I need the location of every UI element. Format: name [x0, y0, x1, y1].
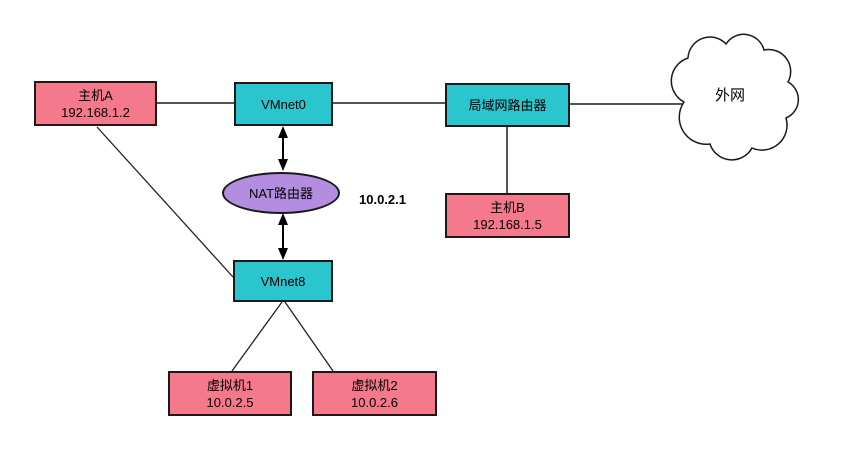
- node-host-b[interactable]: 主机B 192.168.1.5: [445, 193, 570, 238]
- host-b-ip: 192.168.1.5: [473, 216, 542, 232]
- node-vmnet0[interactable]: VMnet0: [234, 82, 333, 126]
- vmnet0-label: VMnet0: [261, 96, 306, 112]
- edge-vmnet8-vm2: [284, 301, 334, 372]
- internet-label: 外网: [715, 87, 746, 104]
- host-b-label: 主机B: [490, 199, 525, 215]
- vm1-ip: 10.0.2.5: [206, 394, 254, 410]
- node-vm1[interactable]: 虚拟机1 10.0.2.5: [168, 371, 292, 416]
- host-a-label: 主机A: [78, 87, 113, 103]
- node-vmnet8[interactable]: VMnet8: [233, 260, 333, 302]
- node-vm2[interactable]: 虚拟机2 10.0.2.6: [312, 371, 437, 416]
- node-nat-router[interactable]: NAT路由器: [222, 172, 340, 214]
- edge-natrouter-vmnet8-arrow: [278, 213, 288, 260]
- vm2-label: 虚拟机2: [351, 377, 398, 393]
- vm1-label: 虚拟机1: [206, 377, 254, 393]
- node-host-a[interactable]: 主机A 192.168.1.2: [34, 81, 157, 126]
- cloud-shape[interactable]: [670, 33, 800, 161]
- edge-vmnet0-natrouter-arrow: [278, 126, 288, 171]
- host-a-ip: 192.168.1.2: [61, 104, 130, 120]
- edge-hosta-vmnet8: [96, 126, 234, 278]
- nat-ip-label: 10.0.2.1: [359, 192, 406, 207]
- vmnet8-label: VMnet8: [260, 273, 306, 289]
- lan-router-label: 局域网路由器: [468, 97, 547, 113]
- node-lan-router[interactable]: 局域网路由器: [445, 83, 570, 127]
- edge-vmnet8-vm1: [231, 301, 283, 372]
- vm2-ip: 10.0.2.6: [351, 394, 398, 410]
- nat-router-label: NAT路由器: [248, 185, 314, 201]
